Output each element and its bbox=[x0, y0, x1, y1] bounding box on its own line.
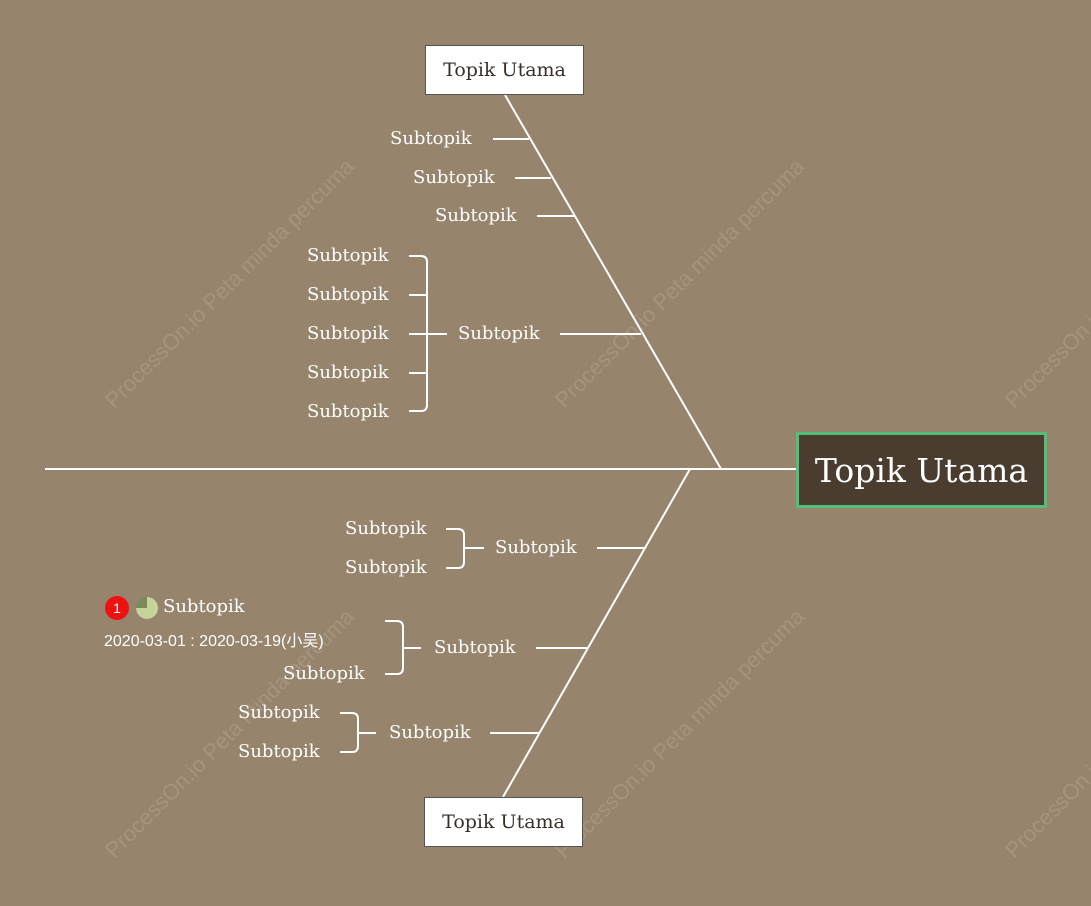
subtopic-child-node[interactable]: Subtopik bbox=[238, 702, 320, 723]
subtopic-child-node[interactable]: Subtopik bbox=[307, 401, 389, 422]
bottom-branch-line bbox=[502, 468, 691, 798]
pie-progress-icon bbox=[136, 597, 158, 619]
bottom-bracket bbox=[340, 712, 359, 753]
priority-1-icon: 1 bbox=[105, 596, 129, 620]
subtopic-child-node[interactable]: Subtopik bbox=[345, 557, 427, 578]
subtopic-node[interactable]: Subtopik bbox=[435, 205, 517, 226]
subtopic-child-node[interactable]: Subtopik bbox=[345, 518, 427, 539]
subtopic-child-node[interactable]: Subtopik bbox=[307, 245, 389, 266]
bottom-branch-topic[interactable]: Topik Utama bbox=[424, 797, 583, 847]
subtopic-node[interactable]: Subtopik bbox=[458, 323, 540, 344]
task-date-range: 2020-03-01 : 2020-03-19(小吴) bbox=[104, 633, 324, 650]
subtopic-node[interactable]: Subtopik bbox=[434, 637, 516, 658]
root-topic[interactable]: Topik Utama bbox=[796, 432, 1047, 508]
subtopic-child-node[interactable]: Subtopik bbox=[163, 596, 245, 617]
subtopic-node[interactable]: Subtopik bbox=[413, 167, 495, 188]
top-branch-line bbox=[504, 94, 722, 470]
bottom-bracket bbox=[446, 528, 465, 569]
subtopic-node[interactable]: Subtopik bbox=[389, 722, 471, 743]
subtopic-child-node[interactable]: Subtopik bbox=[283, 663, 365, 684]
subtopic-node[interactable]: Subtopik bbox=[390, 128, 472, 149]
subtopic-child-node[interactable]: Subtopik bbox=[238, 741, 320, 762]
top-branch-topic[interactable]: Topik Utama bbox=[425, 45, 584, 95]
subtopic-child-node[interactable]: Subtopik bbox=[307, 362, 389, 383]
subtopic-node[interactable]: Subtopik bbox=[495, 537, 577, 558]
bottom-bracket bbox=[385, 620, 404, 675]
subtopic-child-node[interactable]: Subtopik bbox=[307, 323, 389, 344]
subtopic-child-node[interactable]: Subtopik bbox=[307, 284, 389, 305]
